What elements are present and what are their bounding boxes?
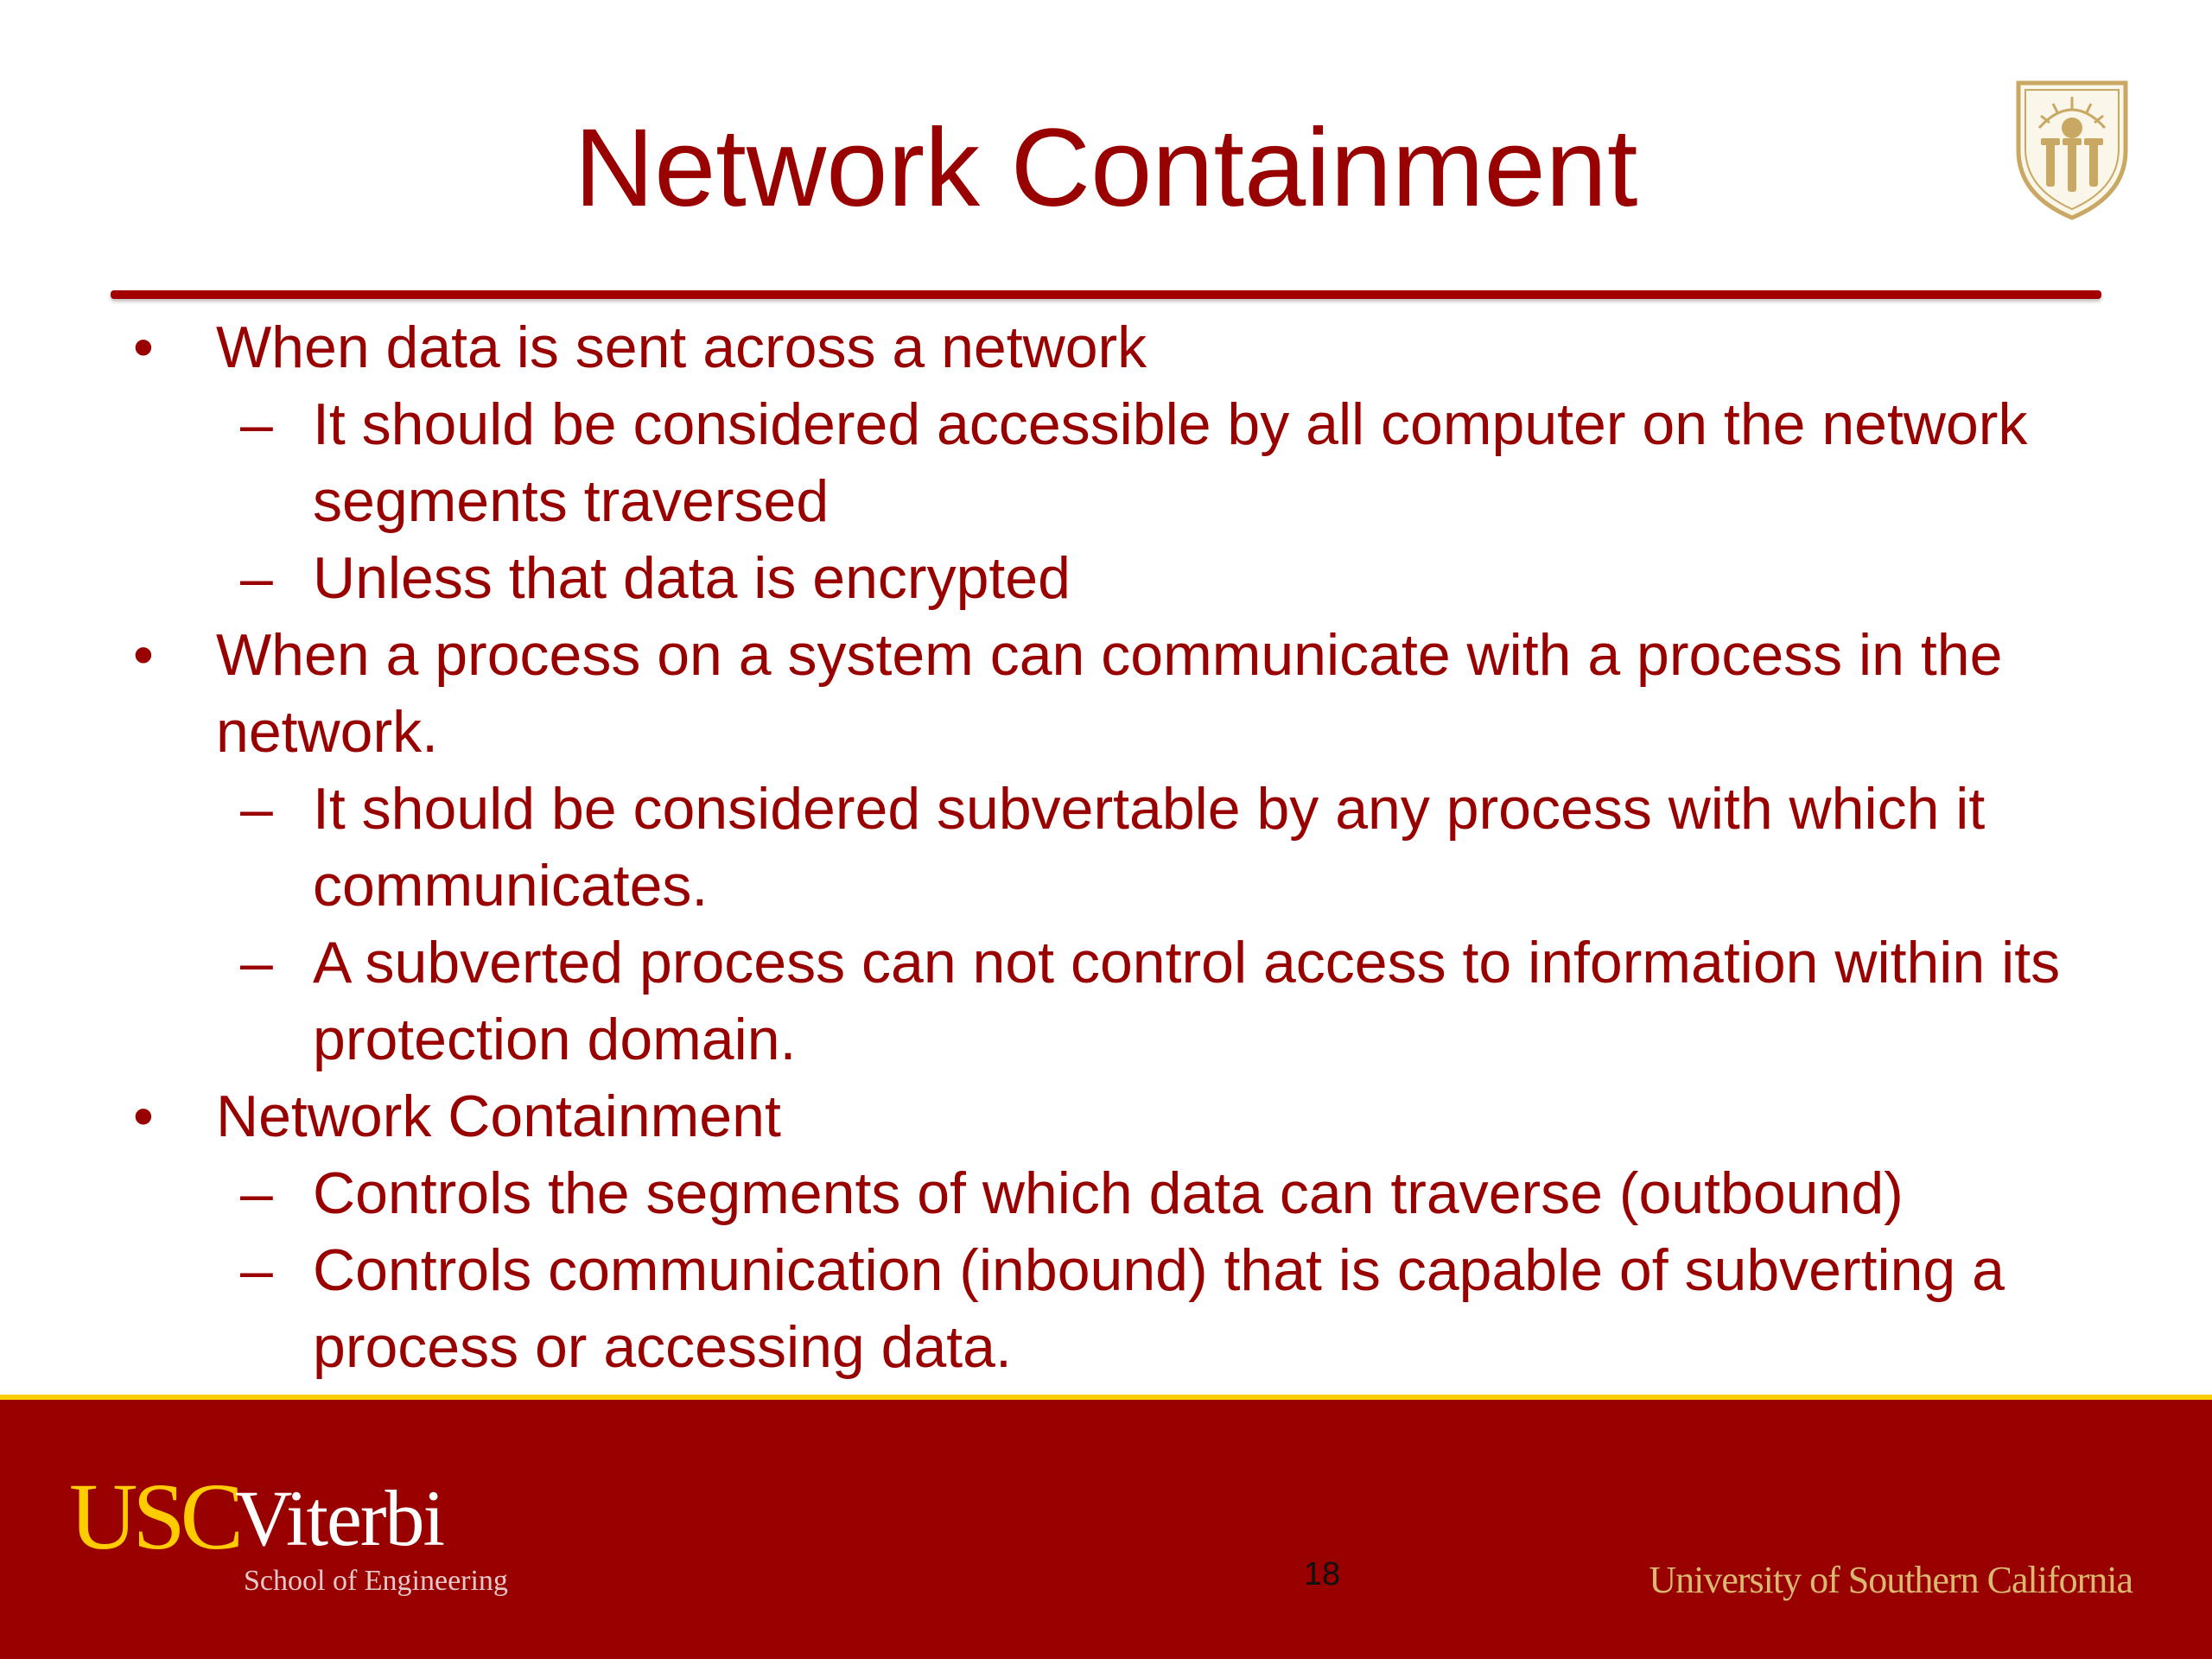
sub-bullet-item: – A subverted process can not control ac… (0, 925, 2075, 1078)
sub-bullet-text: Unless that data is encrypted (313, 545, 1071, 611)
sub-bullet-item: – It should be considered accessible by … (0, 386, 2075, 540)
bullet-mark: • (133, 622, 154, 688)
dash-mark: – (240, 776, 273, 842)
dash-mark: – (240, 1160, 273, 1226)
sub-bullet-text: It should be considered accessible by al… (313, 391, 2028, 534)
dash-mark: – (240, 545, 273, 611)
bullet-item: • When data is sent across a network (0, 309, 2082, 386)
bullet-text: Network Containment (216, 1084, 781, 1149)
sub-bullet-item: – Unless that data is encrypted (0, 540, 2075, 617)
bullet-text: When data is sent across a network (216, 315, 1147, 380)
usc-logo-text: USC (69, 1464, 244, 1569)
viterbi-logo-text: Viterbi (235, 1474, 445, 1562)
sub-bullet-item: – Controls communication (inbound) that … (0, 1232, 2075, 1386)
slide-title: Network Containment (574, 106, 1638, 230)
dash-mark: – (240, 391, 273, 457)
title-divider (111, 290, 2101, 299)
dash-mark: – (240, 930, 273, 995)
sub-bullet-text: It should be considered subvertable by a… (313, 776, 1986, 918)
bullet-mark: • (133, 315, 154, 380)
bullet-list: • When data is sent across a network – I… (0, 309, 2212, 1386)
sub-bullet-text: Controls the segments of which data can … (313, 1160, 1904, 1226)
usc-seal-icon (2016, 80, 2128, 220)
bullet-item: • Network Containment (0, 1078, 2082, 1155)
sub-bullet-text: Controls communication (inbound) that is… (313, 1237, 2005, 1380)
university-name: University of Southern California (1649, 1559, 2133, 1601)
sub-bullet-item: – Controls the segments of which data ca… (0, 1155, 2075, 1232)
bullet-item: • When a process on a system can communi… (0, 617, 2082, 771)
page-number: 18 (1303, 1556, 1341, 1592)
bullet-mark: • (133, 1084, 154, 1149)
sub-bullet-item: – It should be considered subvertable by… (0, 771, 2075, 925)
dash-mark: – (240, 1237, 273, 1303)
school-of-engineering-label: School of Engineering (244, 1565, 508, 1597)
bullet-text: When a process on a system can communica… (216, 622, 2003, 765)
sub-bullet-text: A subverted process can not control acce… (313, 930, 2061, 1072)
footer-bar (0, 1400, 2212, 1659)
